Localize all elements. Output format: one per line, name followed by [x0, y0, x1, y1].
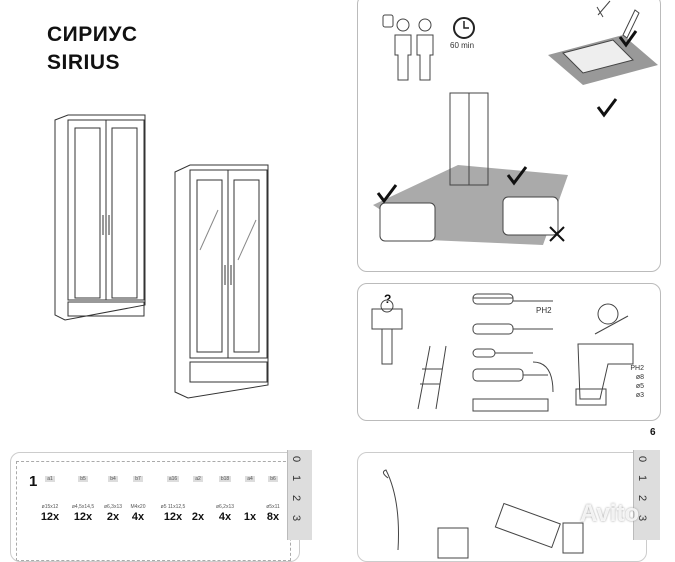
title-ru: СИРИУС — [47, 23, 138, 46]
part-code: b18 — [218, 476, 232, 482]
part-qty: 4x — [218, 511, 232, 523]
part-code: b4 — [108, 476, 118, 482]
part-code: a1 — [45, 476, 55, 482]
title-en: SIRIUS — [47, 51, 121, 74]
drill-bit-label: ø3 — [635, 392, 644, 399]
wardrobe-illustration — [54, 114, 269, 399]
part-item: a4 1x — [233, 467, 267, 523]
drill-bit-label: ø8 — [635, 374, 644, 381]
part-size: ø15x12 — [41, 504, 59, 510]
page-number: 6 — [650, 427, 656, 438]
part-size: M4x20 — [130, 504, 146, 510]
ruler-tick: 0 — [290, 455, 303, 463]
part-qty: 2x — [106, 511, 120, 523]
part-code: b6 — [268, 476, 278, 482]
part-qty: 12x — [40, 511, 60, 523]
avito-watermark: Avito — [580, 500, 640, 527]
part-size: ø5x11 — [266, 504, 280, 510]
part-qty: 1x — [243, 511, 257, 523]
ruler-tick: 3 — [290, 514, 303, 522]
assembly-time: 60 min — [450, 41, 475, 50]
part-item: a2 2x — [181, 467, 215, 523]
drill-bits-list: PH2 ø8 ø5 ø3 — [620, 364, 644, 400]
part-code: b5 — [78, 476, 88, 482]
part-qty: 4x — [131, 511, 145, 523]
drill-bit-label: PH2 — [630, 365, 644, 372]
part-code: a2 — [193, 476, 203, 482]
two-person-icon — [382, 14, 434, 81]
drill-bit-label: ø5 — [635, 383, 644, 390]
part-size: ø6,2x13 — [215, 504, 235, 510]
part-code: b7 — [133, 476, 143, 482]
ruler-tick: 1 — [290, 474, 303, 482]
part-size: ø5 11x12,5 — [160, 504, 186, 510]
ruler-tick: 1 — [636, 474, 649, 482]
screwdriver-bit-label: PH2 — [536, 306, 552, 315]
tools-panel: ? PH2 PH2 ø8 ø5 ø3 — [357, 283, 661, 421]
part-qty: 12x — [163, 511, 183, 523]
part-size: ø4,5x14,5 — [71, 504, 95, 510]
question-mark: ? — [384, 292, 392, 306]
part-code: a16 — [166, 476, 180, 482]
ruler-tick: 0 — [636, 455, 649, 463]
ruler-tick: 2 — [290, 494, 303, 502]
step-number: 1 — [29, 473, 38, 490]
part-qty: 8x — [266, 511, 280, 523]
part-qty: 2x — [191, 511, 205, 523]
part-code: a4 — [245, 476, 255, 482]
clock-icon — [453, 17, 475, 39]
preparation-panel: 60 min — [357, 0, 661, 272]
part-qty: 12x — [73, 511, 93, 523]
tools-illustration — [371, 293, 634, 412]
part-size: ø6,3x13 — [103, 504, 123, 510]
unpacking-illustration — [373, 0, 658, 245]
ruler-right: 0 1 2 3 — [633, 450, 660, 540]
ruler-left: 0 1 2 3 — [287, 450, 312, 540]
